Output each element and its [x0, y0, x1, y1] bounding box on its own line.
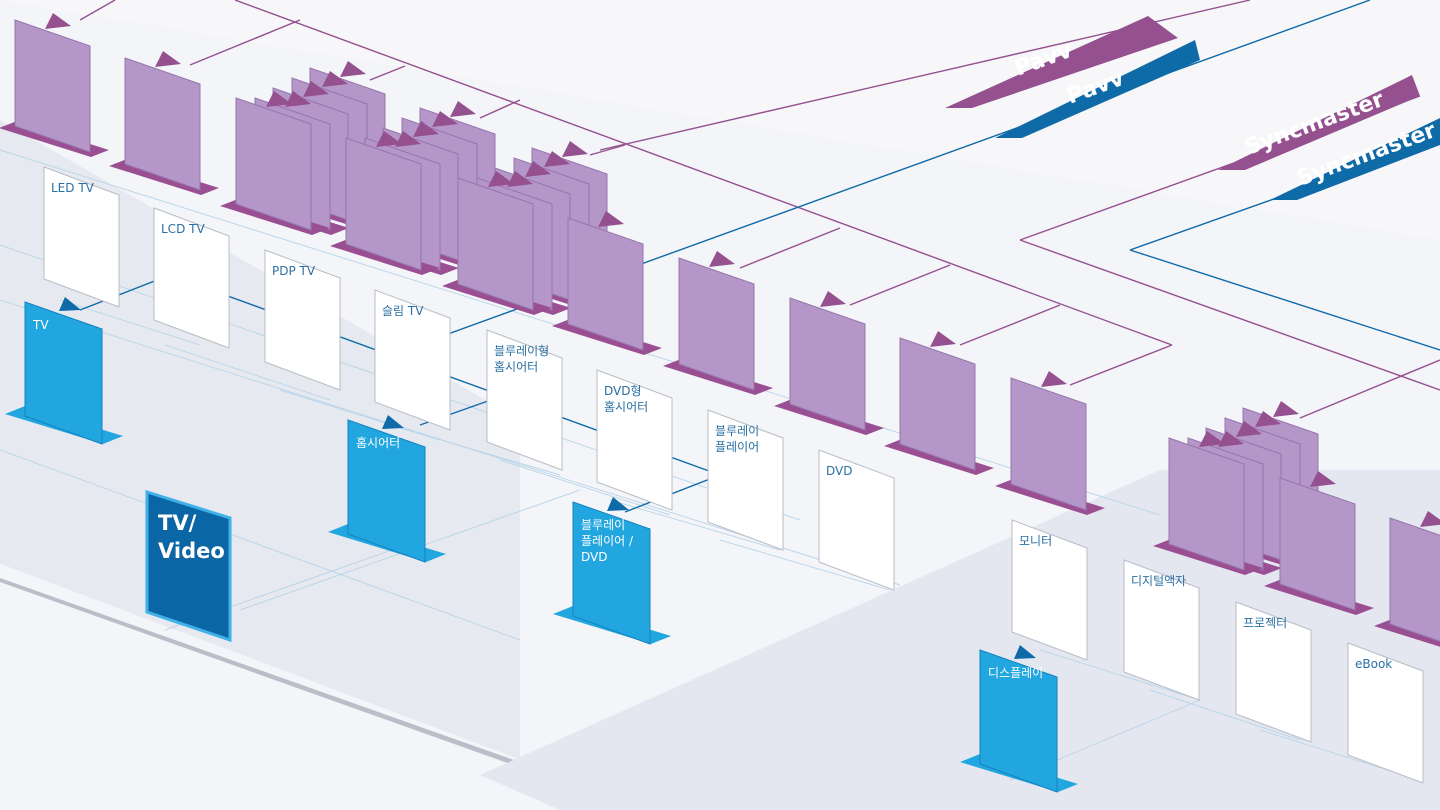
product-card[interactable]: LED TV — [43, 166, 120, 308]
product-card[interactable]: LCD TV — [153, 207, 230, 349]
arrow-icon — [382, 415, 404, 429]
left-platform — [0, 120, 520, 760]
group-panel[interactable]: 디스플레이 — [960, 645, 1078, 793]
model-panel — [109, 51, 219, 195]
category-tv-video: TV/ Video — [145, 489, 232, 643]
model-panel — [884, 331, 994, 475]
product-card[interactable]: eBook — [1347, 642, 1424, 784]
group-panel-label-line: TV — [32, 318, 49, 332]
product-card[interactable]: 슬림 TV — [374, 289, 451, 431]
group-panel-label-line: DVD — [581, 550, 607, 564]
arrow-icon — [709, 251, 735, 267]
arrow-icon — [607, 497, 629, 511]
product-card[interactable]: DVD — [818, 449, 895, 591]
product-card-label-line: 프로젝터 — [1243, 616, 1287, 630]
product-card-label-line: 플레이어 — [715, 440, 759, 454]
arrow-icon — [598, 211, 624, 227]
model-panel — [1153, 431, 1263, 575]
arrow-icon — [45, 13, 71, 29]
product-card[interactable]: 디지털액자 — [1123, 559, 1200, 701]
arrow-icon — [930, 331, 956, 347]
arrow-icon — [340, 61, 366, 77]
arrow-icon — [322, 71, 348, 87]
left-platform-edge — [0, 578, 655, 810]
arrow-icon — [507, 171, 533, 187]
arrow-icon — [1199, 431, 1225, 447]
model-panel — [1264, 471, 1374, 615]
arrow-icon — [1014, 645, 1036, 659]
product-card-label-line: 디지털액자 — [1131, 574, 1186, 588]
arrow-icon — [1310, 471, 1336, 487]
product-card-label-line: 슬림 TV — [382, 304, 424, 318]
product-card-label-line: 홈시어터 — [604, 400, 648, 414]
arrow-icon — [525, 161, 551, 177]
arrow-icon — [562, 141, 588, 157]
model-panel — [220, 91, 330, 235]
model-panel — [1374, 511, 1440, 647]
arrow-icon — [59, 297, 81, 311]
product-card[interactable]: 프로젝터 — [1235, 601, 1312, 743]
arrow-icon — [544, 151, 570, 167]
group-panel[interactable]: TV — [5, 297, 123, 445]
arrow-icon — [266, 91, 292, 107]
arrow-icon — [285, 91, 311, 107]
product-card-label-line: PDP TV — [272, 264, 316, 278]
arrow-icon — [488, 171, 514, 187]
category-tv-video-line1: TV/ — [158, 511, 197, 535]
product-card-label-line: eBook — [1355, 657, 1392, 671]
model-panel — [995, 371, 1105, 515]
group-panel-label-line: 플레이어 / — [581, 534, 634, 548]
arrow-icon — [303, 81, 329, 97]
arrow-icon — [1420, 511, 1440, 527]
product-card-label-line: LED TV — [51, 181, 95, 195]
model-panel — [663, 251, 773, 395]
product-card[interactable]: PDP TV — [264, 249, 341, 391]
category-tv-video-line2: Video — [158, 539, 225, 563]
product-card-label-line: DVD형 — [604, 384, 642, 398]
product-card-label-line: 블루레이형 — [494, 344, 549, 358]
model-panel — [774, 291, 884, 435]
arrow-icon — [395, 131, 421, 147]
product-card-label-line: LCD TV — [161, 222, 205, 236]
backdrop — [0, 0, 1440, 240]
arrow-icon — [1273, 401, 1299, 417]
group-panel-label-line: 블루레이 — [581, 518, 625, 532]
model-panel — [552, 211, 662, 355]
product-card-label-line: 블루레이 — [715, 424, 759, 438]
group-panel[interactable]: 홈시어터 — [328, 415, 446, 563]
arrow-icon — [1255, 411, 1281, 427]
arrow-icon — [1218, 431, 1244, 447]
arrow-icon — [432, 111, 458, 127]
purple-model-panels — [0, 13, 1440, 647]
product-card-label-line: 홈시어터 — [494, 360, 538, 374]
product-card-label-line: 모니터 — [1019, 534, 1052, 548]
model-panel — [0, 13, 109, 157]
left-platform-front — [0, 563, 655, 810]
arrow-icon — [1236, 421, 1262, 437]
arrow-icon — [820, 291, 846, 307]
arrow-icon — [1041, 371, 1067, 387]
arrow-icon — [413, 121, 439, 137]
model-panel — [330, 131, 440, 275]
arrow-icon — [376, 131, 402, 147]
arrow-icon — [155, 51, 181, 67]
product-card[interactable]: 모니터 — [1011, 519, 1088, 661]
arrow-icon — [450, 101, 476, 117]
group-panel-label-line: 홈시어터 — [356, 436, 400, 450]
group-panel-label-line: 디스플레이 — [988, 666, 1043, 680]
model-panel — [442, 171, 552, 315]
product-card-label-line: DVD — [826, 464, 852, 478]
